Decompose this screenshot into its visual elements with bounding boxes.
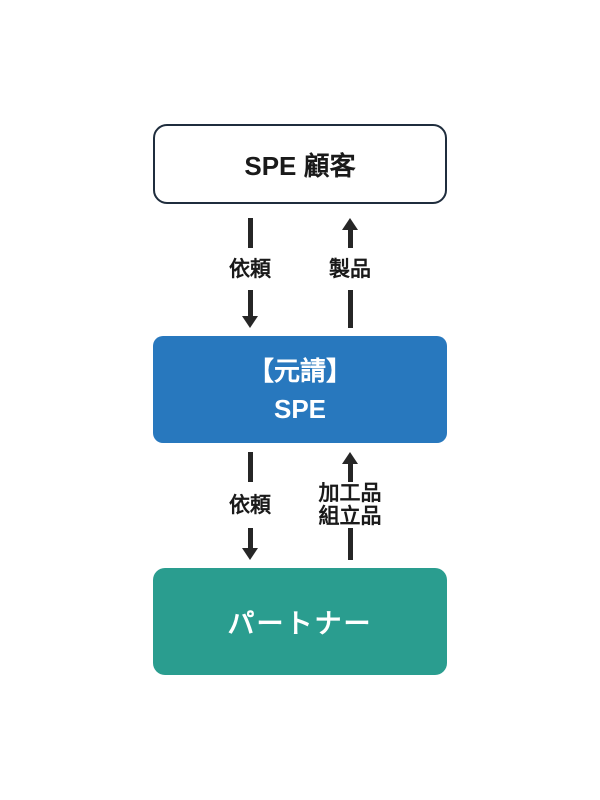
arrow-head-up-icon: [342, 218, 358, 230]
product-label: 製品: [329, 248, 371, 290]
arrow-shaft: [247, 452, 253, 482]
request-down-arrow: 依頼: [206, 218, 294, 336]
processed-goods-up-arrow: 加工品 組立品: [306, 452, 394, 568]
partner-node: パートナー: [153, 568, 447, 675]
request-label: 依頼: [229, 482, 271, 528]
request-label-text: 依頼: [229, 257, 271, 281]
prime-node-label-line2: SPE: [273, 393, 327, 424]
arrow-shaft: [247, 218, 253, 248]
arrow-head-up-icon: [342, 452, 358, 464]
diagram-stack: SPE 顧客 依頼 製品 【元請】: [153, 124, 447, 800]
arrow-shaft: [347, 464, 353, 482]
flow-prime-partner: 依頼 加工品 組立品: [153, 443, 447, 568]
arrow-shaft: [347, 230, 353, 248]
product-label-text: 製品: [329, 257, 371, 281]
request-label: 依頼: [229, 248, 271, 290]
arrow-shaft: [247, 290, 253, 316]
arrow-shaft: [347, 290, 353, 328]
arrow-head-down-icon: [242, 316, 258, 328]
request-label-text: 依頼: [229, 493, 271, 517]
product-up-arrow: 製品: [306, 218, 394, 336]
customer-node: SPE 顧客: [153, 124, 447, 204]
flow-customer-prime: 依頼 製品: [153, 204, 447, 336]
partner-node-label: パートナー: [227, 609, 373, 639]
request-down-arrow: 依頼: [206, 452, 294, 568]
processed-goods-label-line1: 加工品: [318, 482, 382, 505]
processed-goods-label-line2: 組立品: [318, 505, 382, 528]
prime-node-label-line1: 【元請】: [247, 355, 352, 386]
processed-goods-label: 加工品 組立品: [319, 482, 382, 528]
arrow-head-down-icon: [242, 548, 258, 560]
arrow-shaft: [247, 528, 253, 548]
arrow-shaft: [347, 528, 353, 560]
prime-contractor-node: 【元請】 SPE: [153, 336, 447, 443]
customer-node-label: SPE 顧客: [244, 150, 356, 181]
